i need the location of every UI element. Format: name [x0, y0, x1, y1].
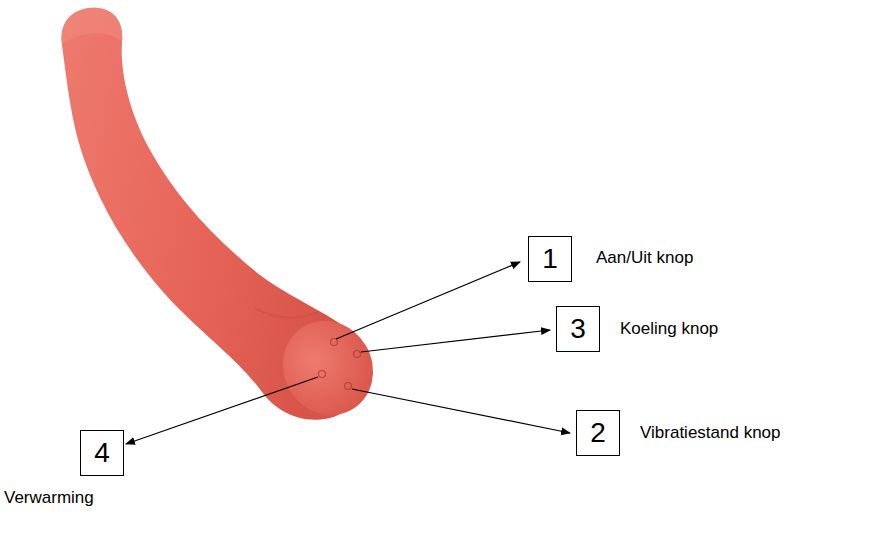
callout-node: 3Koeling knop — [556, 306, 600, 352]
device-body — [61, 8, 390, 432]
part-label: Verwarming — [4, 488, 94, 508]
part-label: Koeling knop — [620, 319, 718, 339]
callout-number: 1 — [528, 236, 572, 282]
callout-number: 2 — [576, 410, 620, 456]
vibration-icon — [345, 383, 352, 390]
cool-icon — [354, 351, 361, 358]
callout-node: 2Vibratiestand knop — [576, 410, 620, 456]
part-label: Vibratiestand knop — [640, 423, 781, 443]
leader-lines — [126, 262, 570, 444]
callout-node: 4Verwarming — [80, 430, 124, 476]
power-icon — [331, 339, 338, 346]
callout-node: 1Aan/Uit knop — [528, 236, 572, 282]
heat-icon — [319, 371, 326, 378]
part-label: Aan/Uit knop — [596, 248, 693, 268]
callout-number: 3 — [556, 306, 600, 352]
callout-number: 4 — [80, 430, 124, 476]
